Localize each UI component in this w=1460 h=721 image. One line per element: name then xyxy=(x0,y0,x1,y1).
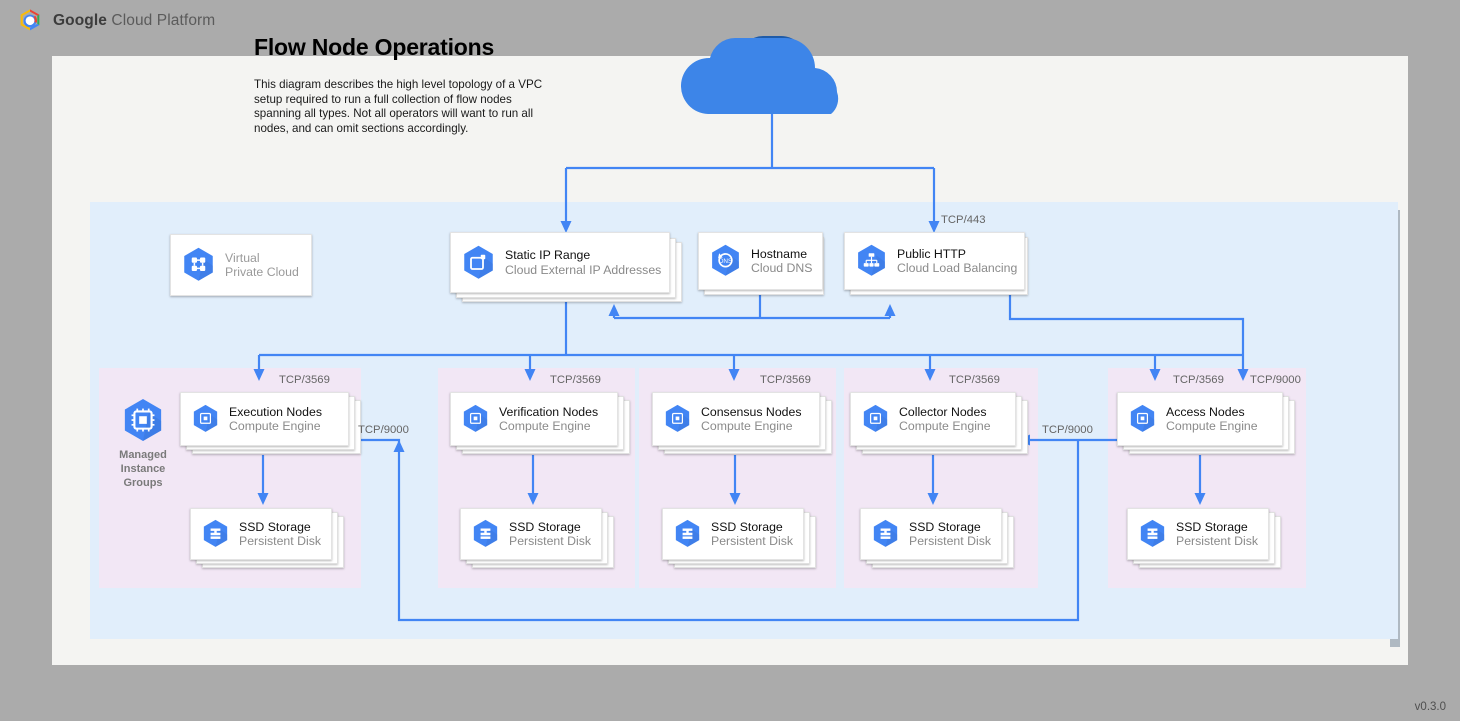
card-subtitle: Compute Engine xyxy=(1166,419,1258,433)
card-subtitle: Compute Engine xyxy=(229,419,321,433)
diagram-description: This diagram describes the high level to… xyxy=(254,78,543,135)
port-label-lb-https: TCP/443 xyxy=(941,214,986,226)
card-text: SSD Storage Persistent Disk xyxy=(1176,520,1258,549)
card-text: Static IP Range Cloud External IP Addres… xyxy=(505,248,661,277)
persistent-disk-icon xyxy=(473,519,498,547)
card-execution-ssd-storage[interactable]: SSD Storage Persistent Disk xyxy=(190,508,332,560)
card-title: SSD Storage xyxy=(509,519,581,534)
card-text: Collector Nodes Compute Engine xyxy=(899,405,991,434)
compute-engine-icon xyxy=(463,404,488,432)
persistent-disk-icon xyxy=(203,519,228,547)
card-subtitle: Compute Engine xyxy=(899,419,991,433)
card-text: SSD Storage Persistent Disk xyxy=(909,520,991,549)
card-title: Hostname xyxy=(751,246,808,261)
card-subtitle: Persistent Disk xyxy=(509,534,592,548)
card-title: Access Nodes xyxy=(1166,404,1245,419)
brand-rest: Cloud Platform xyxy=(107,12,216,29)
card-subtitle: Persistent Disk xyxy=(1176,534,1259,548)
persistent-disk-icon xyxy=(873,519,898,547)
port-label-access-to-execution: TCP/9000 xyxy=(358,424,409,436)
compute-engine-icon xyxy=(193,404,218,432)
card-text: Hostname Cloud DNS xyxy=(751,247,813,276)
card-subtitle: Cloud External IP Addresses xyxy=(505,262,662,277)
card-verification-nodes[interactable]: Verification Nodes Compute Engine xyxy=(450,392,618,446)
card-text: SSD Storage Persistent Disk xyxy=(509,520,591,549)
compute-engine-icon xyxy=(665,404,690,432)
card-subtitle: Persistent Disk xyxy=(909,534,992,548)
mig-label-line3: Groups xyxy=(123,477,163,489)
card-access-nodes[interactable]: Access Nodes Compute Engine xyxy=(1117,392,1283,446)
card-text: Public HTTP Cloud Load Balancing xyxy=(897,247,1017,276)
svg-text:DNS: DNS xyxy=(719,258,732,265)
mig-label-line1: Managed xyxy=(119,449,167,461)
persistent-disk-icon xyxy=(1140,519,1165,547)
card-subtitle: Compute Engine xyxy=(499,419,591,433)
card-title: Consensus Nodes xyxy=(701,404,802,419)
port-label-access-to-collector: TCP/9000 xyxy=(1042,424,1093,436)
card-public-http[interactable]: Public HTTP Cloud Load Balancing xyxy=(844,232,1025,290)
card-title: Static IP Range xyxy=(505,248,591,262)
card-title: Verification Nodes xyxy=(499,404,599,419)
brand-header: Google Cloud Platform xyxy=(16,7,215,35)
card-virtual-private-cloud[interactable]: Virtual Private Cloud xyxy=(170,234,312,296)
port-label-verif-in: TCP/3569 xyxy=(550,374,601,386)
port-label-exec-in: TCP/3569 xyxy=(279,374,330,386)
card-consensus-ssd-storage[interactable]: SSD Storage Persistent Disk xyxy=(662,508,804,560)
card-text: Access Nodes Compute Engine xyxy=(1166,405,1258,434)
google-cloud-platform-logo-icon xyxy=(20,9,40,31)
page-title: Flow Node Operations xyxy=(254,34,495,60)
card-access-ssd-storage[interactable]: SSD Storage Persistent Disk xyxy=(1127,508,1269,560)
card-text: Verification Nodes Compute Engine xyxy=(499,405,598,434)
card-static-ip-range[interactable]: Static IP Range Cloud External IP Addres… xyxy=(450,232,670,293)
version-label: v0.3.0 xyxy=(1414,701,1446,713)
card-text: Consensus Nodes Compute Engine xyxy=(701,405,801,434)
card-collector-nodes[interactable]: Collector Nodes Compute Engine xyxy=(850,392,1016,446)
card-title: Public HTTP xyxy=(897,246,967,261)
port-label-access-in: TCP/3569 xyxy=(1173,374,1224,386)
card-text: Execution Nodes Compute Engine xyxy=(229,405,322,434)
card-subtitle: Cloud DNS xyxy=(751,261,813,275)
compute-engine-icon xyxy=(1130,404,1155,432)
cloud-icon xyxy=(681,36,839,114)
cloud-dns-icon: DNS xyxy=(712,244,739,276)
card-hostname[interactable]: DNS Hostname Cloud DNS xyxy=(698,232,823,290)
virtual-private-cloud-icon xyxy=(184,247,213,281)
card-text: SSD Storage Persistent Disk xyxy=(711,520,793,549)
managed-instance-groups-icon xyxy=(124,399,162,442)
card-subtitle: Persistent Disk xyxy=(239,534,322,548)
brand-text: Google Cloud Platform xyxy=(53,12,215,30)
card-subtitle: Private Cloud xyxy=(225,265,299,279)
compute-engine-icon xyxy=(863,404,888,432)
card-title: SSD Storage xyxy=(1176,519,1248,534)
card-title: SSD Storage xyxy=(909,519,981,534)
card-consensus-nodes[interactable]: Consensus Nodes Compute Engine xyxy=(652,392,820,446)
card-subtitle: Persistent Disk xyxy=(711,534,794,548)
card-text: Virtual Private Cloud xyxy=(225,251,299,280)
brand-bold: Google xyxy=(53,12,107,29)
card-collector-ssd-storage[interactable]: SSD Storage Persistent Disk xyxy=(860,508,1002,560)
card-subtitle: Cloud Load Balancing xyxy=(897,261,1018,275)
persistent-disk-icon xyxy=(675,519,700,547)
card-title: Collector Nodes xyxy=(899,404,987,419)
card-verification-ssd-storage[interactable]: SSD Storage Persistent Disk xyxy=(460,508,602,560)
managed-instance-groups-label: Managed Instance Groups xyxy=(111,398,175,490)
card-title: Execution Nodes xyxy=(229,404,322,419)
card-execution-nodes[interactable]: Execution Nodes Compute Engine xyxy=(180,392,349,446)
mig-label-line2: Instance xyxy=(120,463,166,475)
card-title: Virtual xyxy=(225,250,260,265)
card-text: SSD Storage Persistent Disk xyxy=(239,520,321,549)
port-label-access-9000: TCP/9000 xyxy=(1250,374,1301,386)
port-label-cons-in: TCP/3569 xyxy=(760,374,811,386)
card-title: SSD Storage xyxy=(239,519,311,534)
cloud-load-balancing-icon xyxy=(858,244,885,276)
card-subtitle: Compute Engine xyxy=(701,419,793,433)
card-title: SSD Storage xyxy=(711,519,783,534)
cloud-external-ip-addresses-icon xyxy=(464,245,493,279)
port-label-coll-in: TCP/3569 xyxy=(949,374,1000,386)
